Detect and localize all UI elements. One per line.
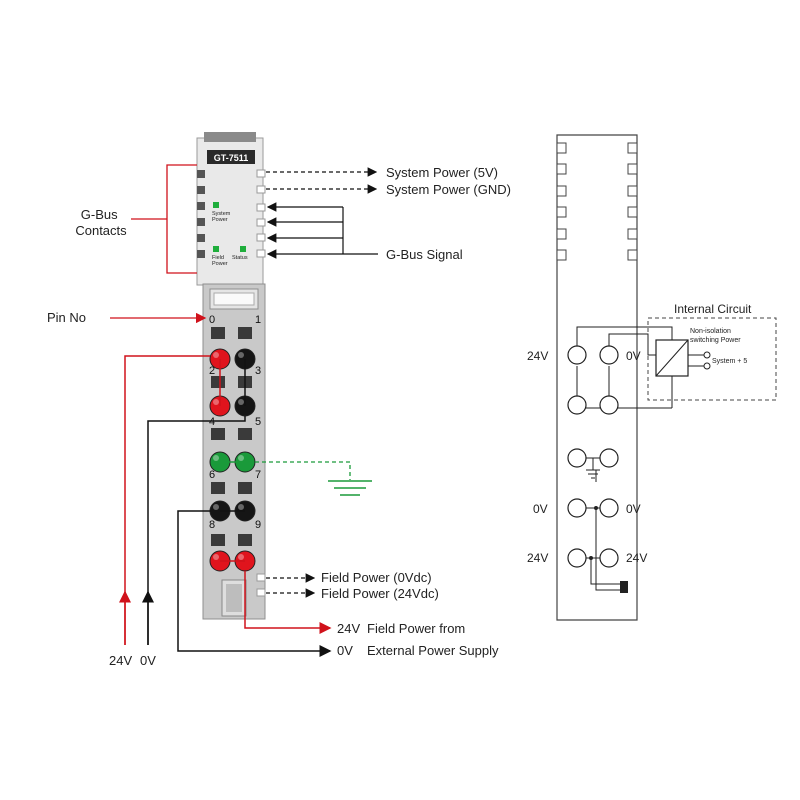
row1-left-label: 24V: [527, 349, 548, 363]
schematic-ground: [586, 457, 600, 479]
wire-0v-field: [177, 510, 332, 657]
output-terminal: [703, 351, 711, 359]
field-power-notches: [256, 573, 266, 597]
supply-0v-label: 0V: [337, 643, 353, 658]
pin-number: 9: [255, 519, 261, 531]
status-led: [240, 246, 246, 252]
left-24v-label: 24V: [109, 653, 132, 668]
module-top-cap: [204, 132, 256, 142]
psu-label-2: switching Power: [690, 337, 741, 344]
gbus-bracket: [166, 164, 197, 274]
pin-no-label: Pin No: [47, 310, 86, 325]
pin-number: 0: [209, 314, 215, 326]
output-terminal: [703, 362, 711, 370]
pin-numbers: 0 1 2 3 4 5 6 7 8 9: [209, 314, 261, 531]
system-power-gnd-label: System Power (GND): [386, 182, 511, 197]
row4-right-label: 0V: [626, 502, 641, 516]
system-power-led: [213, 202, 219, 208]
psu-label-1: Non-isolation: [690, 328, 731, 335]
system-plus5-label: System + 5: [712, 358, 747, 365]
row5-right-label: 24V: [626, 551, 647, 565]
row5-left-label: 24V: [527, 551, 548, 565]
row4-left-label: 0V: [533, 502, 548, 516]
status-led-label: Status: [232, 255, 248, 261]
internal-circuit-label: Internal Circuit: [674, 302, 752, 316]
gbus-signal-lines: [266, 202, 378, 259]
supply-24v-text: Field Power from: [367, 621, 465, 636]
schematic: Internal Circuit Non-isolation switching…: [527, 134, 777, 621]
ground-symbol: [328, 480, 372, 496]
schematic-outline: [556, 134, 638, 621]
field-power-led: [213, 246, 219, 252]
field-power-0v-label: Field Power (0Vdc): [321, 570, 432, 585]
gbus-signal-label: G-Bus Signal: [386, 247, 463, 262]
system-power-5v-label: System Power (5V): [386, 165, 498, 180]
supply-24v-label: 24V: [337, 621, 360, 636]
gbus-contacts-label: G-Bus Contacts: [75, 207, 127, 238]
pin-number: 4: [209, 416, 215, 428]
wire-0v-left: [147, 416, 246, 645]
pin-number: 6: [209, 469, 215, 481]
wire-24v-field: [244, 571, 332, 634]
gbus-contacts-line1: G-Bus: [81, 207, 118, 222]
row1-right-label: 0V: [626, 349, 641, 363]
pin-number: 1: [255, 314, 261, 326]
pin-number: 5: [255, 416, 261, 428]
supply-0v-text: External Power Supply: [367, 643, 499, 658]
model-plate: [207, 150, 255, 164]
release-slots: [211, 327, 252, 546]
schematic-terminals: [567, 345, 619, 568]
gbus-notches: [256, 169, 266, 258]
internal-circuit-box: [647, 317, 777, 401]
pin-number: 8: [209, 519, 215, 531]
field-power-24v-label: Field Power (24Vdc): [321, 586, 439, 601]
field-power-contacts: [620, 581, 628, 593]
gbus-contact-pins: [197, 170, 205, 258]
left-0v-label: 0V: [140, 653, 156, 668]
wire-ground: [255, 461, 351, 480]
model-name: GT-7511: [214, 153, 249, 163]
schematic-notches: [556, 142, 638, 261]
pin-number: 3: [255, 365, 261, 377]
wire-24v-left: [124, 355, 210, 645]
gbus-contacts-line2: Contacts: [75, 223, 127, 238]
pin-number: 7: [255, 469, 261, 481]
pin-number: 2: [209, 365, 215, 377]
